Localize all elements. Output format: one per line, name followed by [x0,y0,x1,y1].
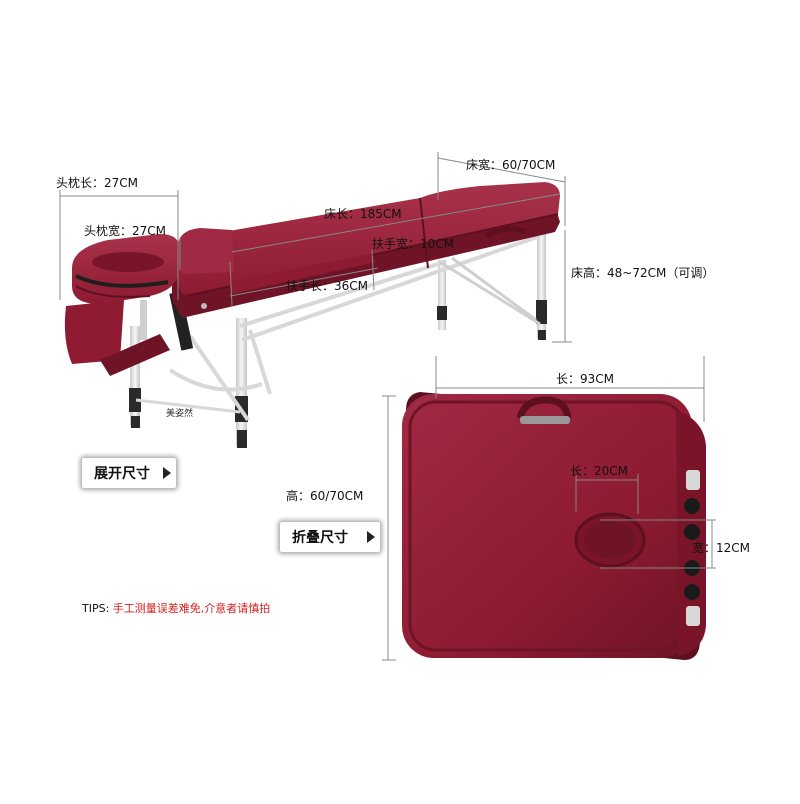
bed-length-label: 床长：185CM [324,207,402,221]
handle-width-label: 宽：12CM [692,541,751,555]
dimension-lines [59,152,716,661]
headrest-length-label: 头枕长：27CM [56,176,139,190]
brand-decal: 美姿然 [166,407,193,419]
tips-prefix: TIPS: [82,602,110,615]
folded-length-label: 长：93CM [556,372,615,386]
tips-note: TIPS: 手工测量误差难免,介意者请慎拍 [82,600,270,616]
unfolded-size-text: 展开尺寸 [94,466,150,482]
folded-size-text: 折叠尺寸 [292,530,348,546]
headrest-support [140,291,194,351]
tips-text: 手工测量误差难免,介意者请慎拍 [112,602,271,615]
tag-arrow-icon [367,531,375,543]
armrest [228,254,378,304]
folded-case [402,392,706,660]
bed-width-label: 床宽：60/70CM [466,158,556,172]
handle-length-label: 长：20CM [570,464,629,478]
face-pouch [64,300,170,376]
unfolded-size-tag: 展开尺寸 [82,458,176,488]
armrest-width-label: 扶手宽：10CM [372,237,455,251]
bed-height-label: 床高：48~72CM（可调） [571,266,715,280]
folded-size-tag: 折叠尺寸 [280,522,380,552]
headrest-width-label: 头枕宽：27CM [84,224,167,238]
folded-height-label: 高：60/70CM [286,489,364,503]
tag-arrow-icon [163,467,171,479]
unfolded-table: 美姿然 [64,182,560,448]
headrest-cushion [72,228,234,304]
armrest-length-label: 扶手长：36CM [286,279,369,293]
table-legs [129,226,547,448]
